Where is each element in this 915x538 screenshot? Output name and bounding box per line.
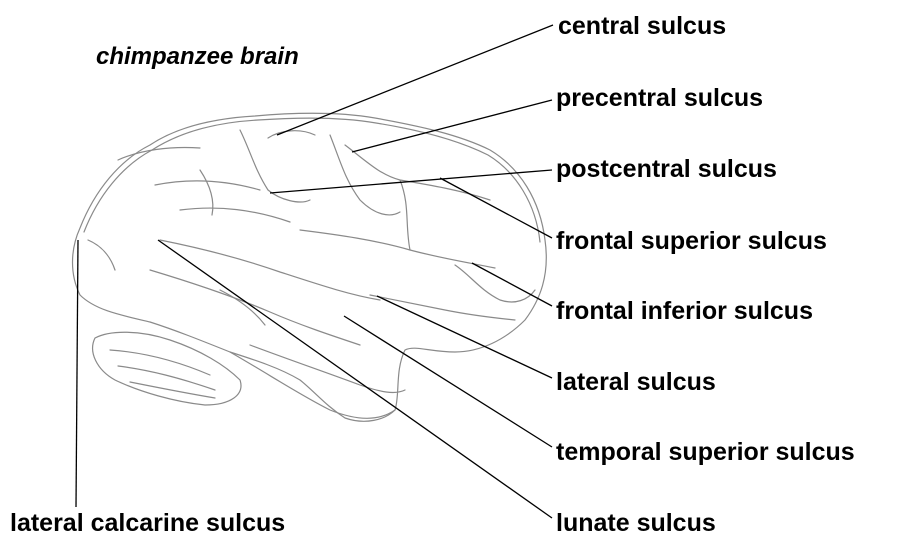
leader-lateral bbox=[377, 296, 552, 378]
label-frontal-inferior-sulcus: frontal inferior sulcus bbox=[556, 299, 813, 324]
leader-lunate bbox=[158, 240, 552, 518]
leader-lateral-calcarine bbox=[76, 240, 78, 507]
leader-frontal-inferior bbox=[472, 263, 552, 306]
leader-precentral bbox=[352, 100, 552, 152]
label-temporal-superior-sulcus: temporal superior sulcus bbox=[556, 440, 855, 465]
leader-frontal-superior bbox=[440, 178, 552, 238]
label-lateral-sulcus: lateral sulcus bbox=[556, 370, 716, 395]
leader-central bbox=[277, 25, 553, 135]
brain-outline bbox=[73, 113, 547, 421]
label-central-sulcus: central sulcus bbox=[558, 14, 726, 39]
label-frontal-superior-sulcus: frontal superior sulcus bbox=[556, 229, 827, 254]
leader-postcentral bbox=[270, 170, 552, 193]
leader-lines bbox=[76, 25, 553, 518]
label-lunate-sulcus: lunate sulcus bbox=[556, 511, 716, 536]
label-lateral-calcarine-sulcus: lateral calcarine sulcus bbox=[10, 511, 285, 536]
label-precentral-sulcus: precentral sulcus bbox=[556, 86, 763, 111]
leader-temporal-superior bbox=[344, 316, 552, 447]
label-postcentral-sulcus: postcentral sulcus bbox=[556, 157, 777, 182]
diagram-title: chimpanzee brain bbox=[96, 45, 299, 69]
